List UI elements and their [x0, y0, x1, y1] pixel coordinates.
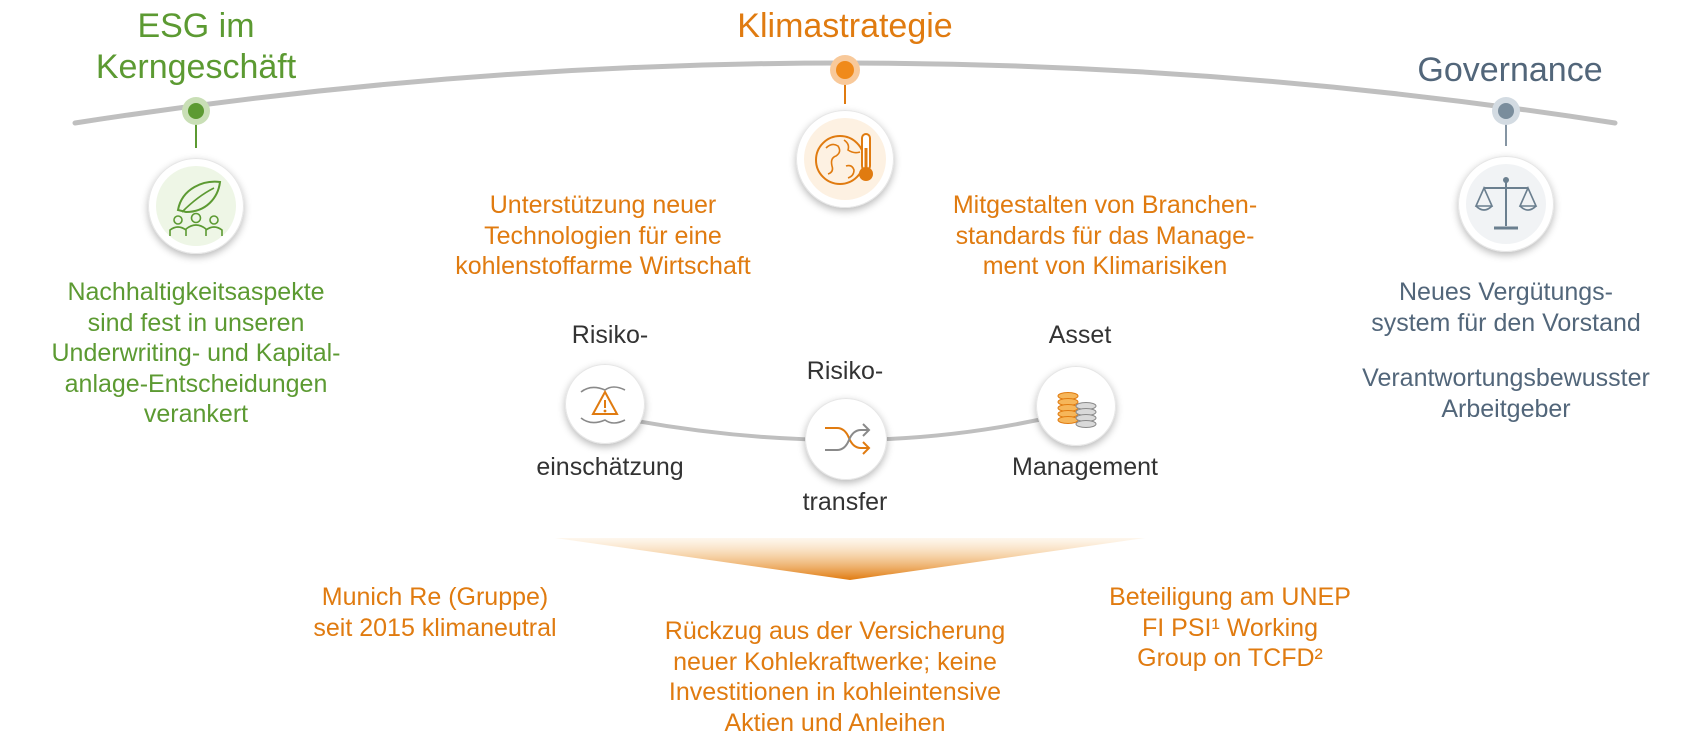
coins-icon — [1057, 392, 1097, 428]
process-step-3-top: Asset — [1048, 321, 1112, 349]
gov-text-compensation: Neues Vergütungs- system für den Vorstan… — [1371, 278, 1641, 337]
process-step-3-bottom: Management — [1012, 453, 1158, 481]
outcome-climate-neutral: Munich Re (Gruppe) seit 2015 klimaneutra… — [313, 583, 557, 642]
gov-marker — [1492, 97, 1520, 125]
klima-text-standards: Mitgestalten von Branchen- standards für… — [952, 191, 1258, 280]
results-funnel — [555, 538, 1145, 580]
gov-text-employer: Verantwortungsbewusster Arbeitgeber — [1362, 364, 1650, 423]
esg-marker — [182, 97, 210, 125]
klima-text-technologies: Unterstützung neuer Technologien für ein… — [455, 191, 751, 280]
shuffle-arrows-icon — [825, 423, 871, 455]
scales-icon — [1466, 164, 1546, 244]
klima-marker — [830, 55, 860, 85]
klima-icon-circle — [796, 110, 894, 208]
gov-title: Governance — [1417, 51, 1603, 89]
process-step-1-bottom: einschätzung — [536, 453, 684, 481]
globe-thermometer-icon — [804, 118, 886, 200]
outcome-unep-tcfd: Beteiligung am UNEP FI PSI¹ Working Grou… — [1109, 583, 1351, 672]
risk-transfer-icon-circle — [805, 398, 887, 480]
esg-icon-circle — [148, 158, 244, 254]
hands-warning-icon — [580, 386, 626, 424]
gov-icon-circle — [1458, 156, 1554, 252]
process-step-1-top: Risiko- — [571, 321, 649, 349]
asset-management-icon-circle — [1036, 366, 1116, 446]
esg-description: Nachhaltigkeitsaspekte sind fest in unse… — [51, 278, 341, 428]
risk-assessment-icon-circle — [565, 364, 645, 444]
outcome-coal-withdrawal: Rückzug aus der Versicherung neuer Kohle… — [664, 617, 1006, 737]
esg-title: ESG im Kerngeschäft — [95, 7, 297, 86]
klima-title: Klimastrategie — [737, 7, 953, 45]
process-step-2-bottom: transfer — [802, 488, 888, 516]
leaf-people-icon — [156, 166, 236, 246]
process-step-2-top: Risiko- — [806, 357, 884, 385]
